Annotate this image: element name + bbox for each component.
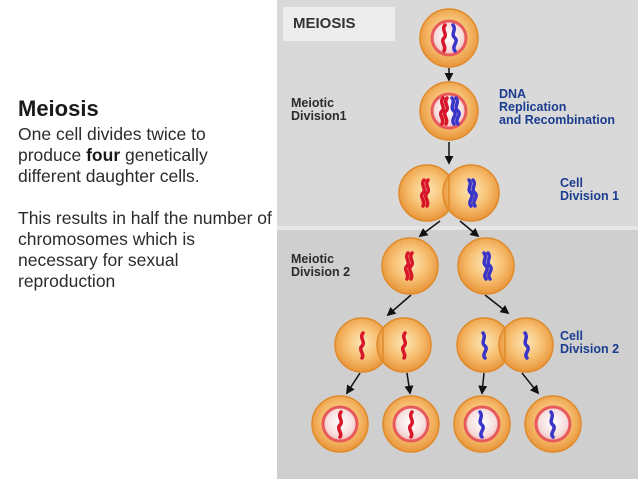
division1-cells xyxy=(398,164,500,222)
blue-chromosome xyxy=(478,410,485,439)
blue-chromosome xyxy=(467,178,474,208)
label-cell-division2: Cell Division 2 xyxy=(560,329,620,356)
blue-chromosome xyxy=(451,23,458,53)
red-chromosome xyxy=(408,251,415,281)
daughter-cell-4 xyxy=(524,395,582,453)
red-chromosome xyxy=(404,251,411,281)
diagram-panel-divider xyxy=(277,226,638,230)
blue-chromosome xyxy=(471,178,478,208)
red-chromosome xyxy=(401,331,408,360)
red-chromosome xyxy=(424,178,431,208)
blue-chromosome xyxy=(486,251,493,281)
red-chromosome xyxy=(337,410,344,439)
red-chromosome xyxy=(441,23,448,53)
para1-bold-word: four xyxy=(86,145,121,165)
division2-left-pair xyxy=(334,317,432,373)
arrow-right-to-division2 xyxy=(484,294,510,315)
blue-chromosome xyxy=(482,251,489,281)
replicated-cell xyxy=(419,81,479,141)
arrow-to-daughter-2 xyxy=(404,372,414,395)
division2-input-left xyxy=(381,237,439,295)
red-chromosome xyxy=(408,410,415,439)
blue-chromosome xyxy=(454,96,461,126)
para1-start: One cell divides twice to produce xyxy=(18,124,206,165)
text-panel-title: Meiosis xyxy=(18,96,99,121)
text-panel: Meiosis One cell divides twice to produc… xyxy=(18,96,273,292)
arrow-to-daughter-3 xyxy=(478,372,488,395)
red-chromosome xyxy=(420,178,427,208)
label-cell-division1: Cell Division 1 xyxy=(560,176,620,203)
blue-chromosome xyxy=(523,331,530,360)
process-arrows xyxy=(346,68,540,395)
arrow-division1-to-right xyxy=(459,220,480,238)
red-chromosome xyxy=(359,331,366,360)
arrow-to-daughter-4 xyxy=(521,372,540,395)
division2-input-right xyxy=(457,237,515,295)
arrow-to-daughter-1 xyxy=(346,372,361,395)
daughter-cell-2 xyxy=(382,395,440,453)
parent-cell xyxy=(419,8,479,68)
para1-end: genetically different daughter cells. xyxy=(18,145,208,186)
daughter-cell-1 xyxy=(311,395,369,453)
blue-chromosome xyxy=(549,410,556,439)
replicated-nucleus xyxy=(430,92,468,130)
label-meiotic-division2: Meiotic Division 2 xyxy=(291,252,351,279)
red-chromosome xyxy=(439,96,446,126)
red-chromosome xyxy=(443,96,450,126)
label-dna-replication: DNA Replication and Recombination xyxy=(499,87,615,127)
parent-nucleus xyxy=(430,19,468,57)
division2-right-pair xyxy=(456,317,554,373)
arrow-division1-to-left xyxy=(418,220,441,238)
diagram-title: MEIOSIS xyxy=(283,7,395,41)
text-panel-paragraph-1: One cell divides twice to produce four g… xyxy=(18,124,273,187)
blue-chromosome xyxy=(450,96,457,126)
daughter-cell-3 xyxy=(453,395,511,453)
blue-chromosome xyxy=(481,331,488,360)
text-panel-paragraph-2: This results in half the number of chrom… xyxy=(18,208,272,291)
label-meiotic-division1: Meiotic Division1 xyxy=(291,96,347,123)
arrow-left-to-division2 xyxy=(386,294,412,317)
